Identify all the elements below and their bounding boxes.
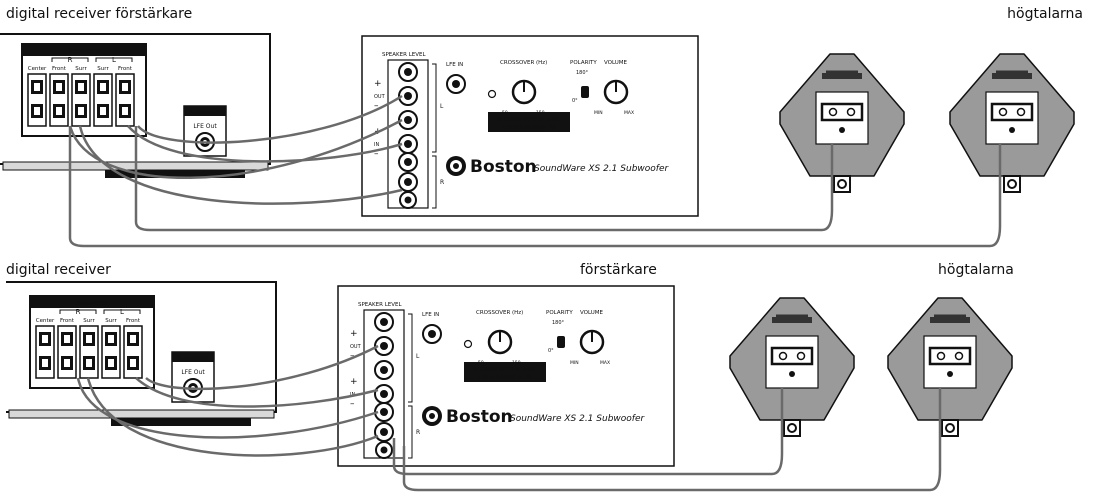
top-lfe-out: Subwoofer LFE Out xyxy=(183,105,227,157)
minus-sign: – xyxy=(350,399,355,409)
channel-label: Surr xyxy=(105,318,117,324)
lfe-out-label: LFE Out xyxy=(181,369,205,376)
channel-label: Front xyxy=(52,66,67,72)
label-receiver-amplifier: digital receiver förstärkare xyxy=(6,6,193,22)
channel-label: Front xyxy=(60,318,75,324)
recommended-line-1: RECOMMENDED SETTING xyxy=(497,117,561,123)
speakers-heading: Speakers xyxy=(76,299,108,307)
plus-sign: + xyxy=(350,329,358,339)
polarity-180: 180° xyxy=(576,70,589,76)
bottom-lfe-out: Subwoofer LFE Out xyxy=(171,351,215,403)
crossover-min: 50 xyxy=(478,360,484,366)
channel-label: Front xyxy=(126,318,141,324)
speakers-heading: Speakers xyxy=(68,47,100,55)
label-amplifier: förstärkare xyxy=(580,262,657,278)
volume-label: VOLUME xyxy=(604,60,628,66)
polarity-0: 0° xyxy=(572,98,578,104)
lfe-out-label: LFE Out xyxy=(193,123,217,130)
group-l-label: L xyxy=(112,56,116,64)
channel-r: R xyxy=(440,179,444,186)
group-l-label: L xyxy=(120,308,124,316)
label-receiver: digital receiver xyxy=(6,262,111,278)
volume-label: VOLUME xyxy=(580,310,604,316)
crossover-max: 150 xyxy=(536,110,545,116)
model-name: SoundWare XS 2.1 Subwoofer xyxy=(534,164,669,174)
subwoofer-heading: Subwoofer xyxy=(177,355,209,362)
label-speakers-bottom: högtalarna xyxy=(938,262,1014,278)
recommended-line-2: FOR SOUNDWARE XS xyxy=(478,375,531,381)
channel-l: L xyxy=(440,103,444,110)
top-speaker-terminals: Speakers Center Front Surr Surr Front R … xyxy=(21,43,147,137)
bottom-speaker-2 xyxy=(888,298,1012,436)
subwoofer-heading: Subwoofer xyxy=(189,109,221,116)
bottom-wires xyxy=(76,344,942,492)
group-r-label: R xyxy=(68,56,73,64)
crossover-label: CROSSOVER (Hz) xyxy=(476,310,523,316)
channel-label: Surr xyxy=(97,66,109,72)
recommended-line-1: RECOMMENDED SETTING xyxy=(473,367,537,373)
channel-l: L xyxy=(416,353,420,360)
minus-sign: – xyxy=(374,149,379,159)
top-subwoofer-panel: SPEAKER LEVEL LFE IN CROSSOVER (Hz) 50 1… xyxy=(360,34,700,218)
volume-max: MAX xyxy=(624,110,634,116)
brand-logo: Boston xyxy=(470,157,537,177)
polarity-0: 0° xyxy=(548,348,554,354)
recommended-line-2: FOR SOUNDWARE XS xyxy=(502,125,555,131)
channel-label: Center xyxy=(36,318,55,324)
channel-label: Center xyxy=(28,66,47,72)
plus-sign: + xyxy=(350,377,358,387)
volume-max: MAX xyxy=(600,360,610,366)
brand-logo: Boston xyxy=(446,407,513,427)
polarity-label: POLARITY xyxy=(546,310,573,316)
out-label: OUT xyxy=(374,94,386,100)
volume-min: MIN xyxy=(570,360,579,366)
crossover-label: CROSSOVER (Hz) xyxy=(500,60,547,66)
group-r-label: R xyxy=(76,308,81,316)
minus-sign: – xyxy=(374,101,379,111)
crossover-min: 50 xyxy=(502,110,508,116)
channel-r: R xyxy=(416,429,420,436)
top-speaker-1 xyxy=(780,54,904,192)
crossover-max: 150 xyxy=(512,360,521,366)
speaker-level-label: SPEAKER LEVEL xyxy=(382,52,426,58)
polarity-180: 180° xyxy=(552,320,565,326)
top-wires xyxy=(68,94,1002,248)
lfe-in-label: LFE IN xyxy=(446,62,463,68)
channel-label: Surr xyxy=(75,66,87,72)
bottom-speaker-1 xyxy=(730,298,854,436)
bottom-speaker-terminals: Speakers Center Front Surr Surr Front R … xyxy=(29,295,155,389)
top-speaker-2 xyxy=(950,54,1074,192)
label-speakers-top: högtalarna xyxy=(1007,6,1083,22)
channel-label: Surr xyxy=(83,318,95,324)
volume-min: MIN xyxy=(594,110,603,116)
out-label: OUT xyxy=(350,344,362,350)
speaker-level-label: SPEAKER LEVEL xyxy=(358,302,402,308)
minus-sign: – xyxy=(350,351,355,361)
bottom-subwoofer-panel: SPEAKER LEVEL LFE IN CROSSOVER (Hz) 50 1… xyxy=(336,284,676,468)
polarity-label: POLARITY xyxy=(570,60,597,66)
lfe-in-label: LFE IN xyxy=(422,312,439,318)
model-name: SoundWare XS 2.1 Subwoofer xyxy=(510,414,645,424)
in-label: IN xyxy=(374,142,379,148)
channel-label: Front xyxy=(118,66,133,72)
plus-sign: + xyxy=(374,79,382,89)
